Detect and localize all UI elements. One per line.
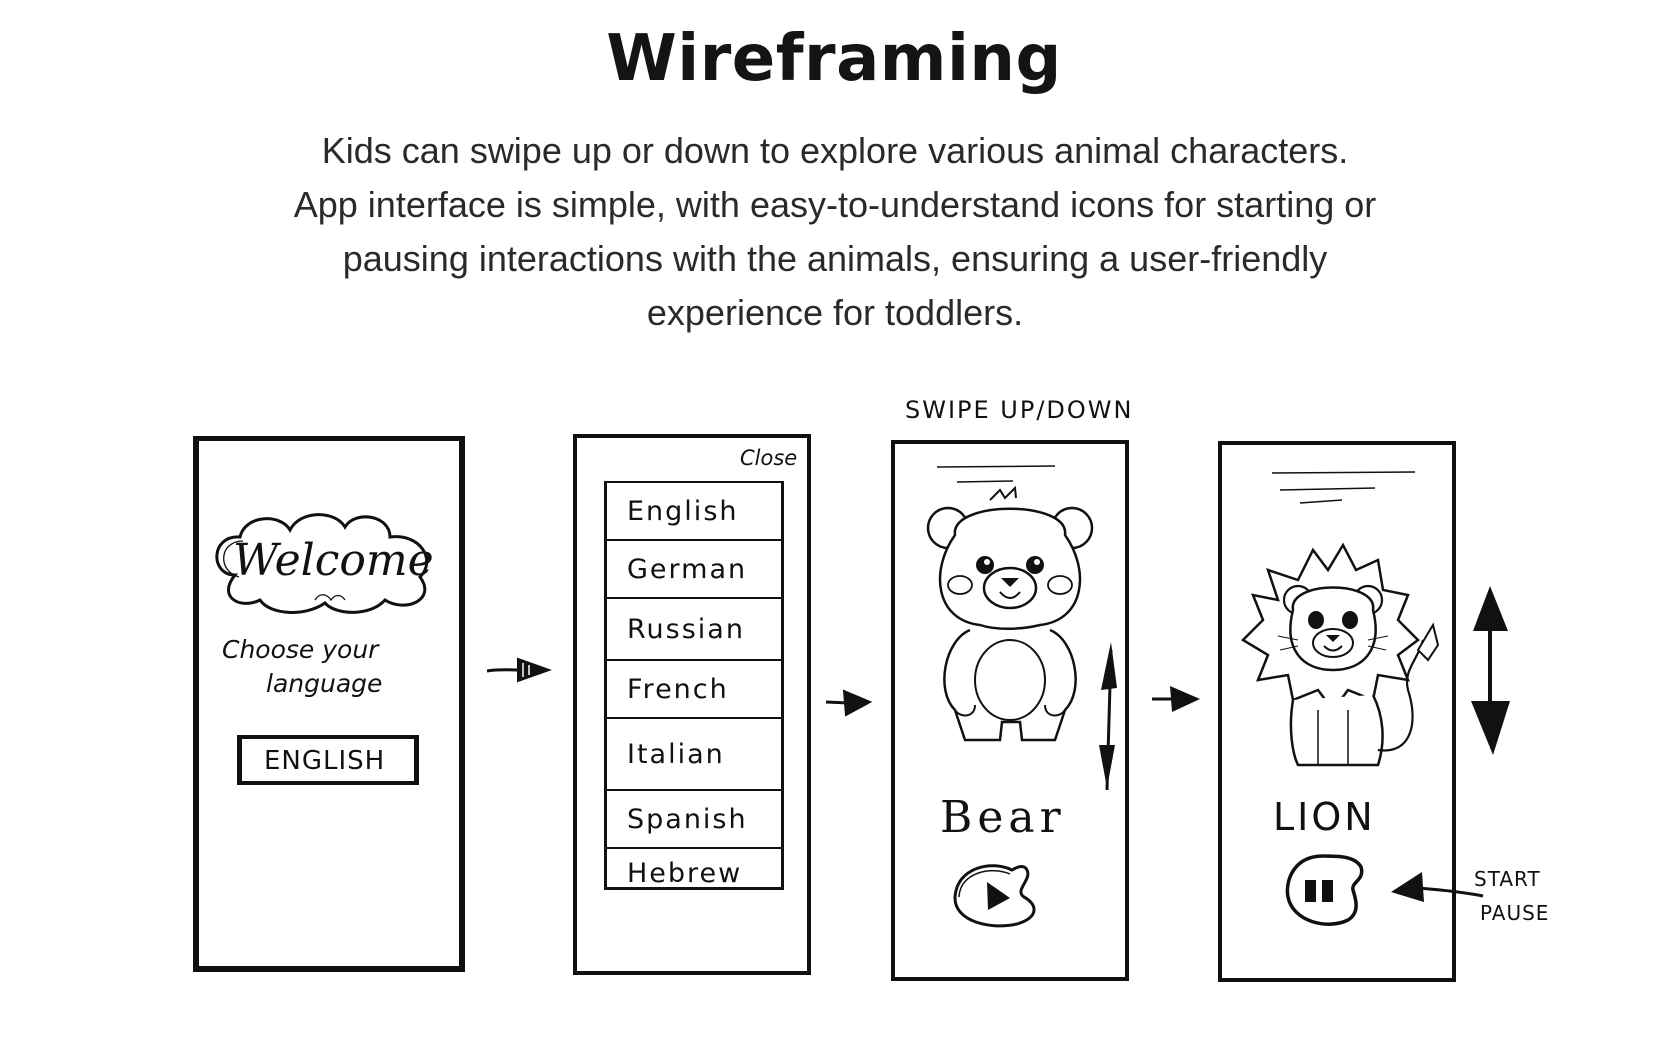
language-option-spanish[interactable]: Spanish [607, 791, 781, 849]
language-option-italian[interactable]: Italian [607, 719, 781, 791]
swipe-vertical-arrow-icon[interactable] [1095, 640, 1125, 800]
cloud-icon [215, 513, 429, 614]
welcome-text: Welcome [233, 535, 434, 586]
annotation-start: START [1474, 867, 1541, 891]
english-button-label: ENGLISH [264, 746, 386, 776]
page-title: Wireframing [606, 22, 1062, 96]
animal-name-bear: Bear [940, 792, 1066, 843]
description-line: pausing interactions with the animals, e… [342, 238, 1328, 279]
description-line: App interface is simple, with easy-to-un… [293, 184, 1377, 225]
description: Kids can swipe up or down to explore var… [140, 124, 1530, 340]
annotation-pause: PAUSE [1480, 901, 1550, 925]
language-option-german[interactable]: German [607, 541, 781, 599]
scroll-hint-lines [1271, 471, 1416, 504]
annotation-pointer-arrow-icon [1391, 872, 1484, 902]
start-pause-annotation: START PAUSE [1474, 862, 1549, 930]
language-option-hebrew[interactable]: Hebrew [627, 858, 743, 889]
close-button[interactable]: Close [740, 446, 798, 470]
choose-language-label: Choose your language [222, 633, 422, 701]
description-line: experience for toddlers. [646, 292, 1024, 333]
description-line: Kids can swipe up or down to explore var… [321, 130, 1349, 171]
play-button-icon[interactable] [952, 862, 1047, 932]
prompt-line-2: language [266, 669, 383, 698]
language-list: English German Russian French Italian Sp… [604, 481, 784, 890]
animal-name-lion: LION [1273, 795, 1376, 839]
bear-illustration [926, 485, 1094, 742]
flow-arrow-right-icon [486, 657, 552, 683]
language-picker-frame [573, 434, 811, 975]
english-language-button[interactable]: ENGLISH [237, 735, 419, 785]
flow-arrow-right-icon [1152, 686, 1200, 712]
welcome-screen-frame [193, 436, 465, 972]
pause-button-icon[interactable] [1283, 852, 1368, 930]
language-option-french[interactable]: French [607, 661, 781, 719]
scroll-hint-lines [936, 465, 1056, 483]
language-option-russian[interactable]: Russian [607, 599, 781, 661]
flow-arrow-right-icon [825, 689, 873, 717]
swipe-vertical-arrow-icon[interactable] [1468, 583, 1513, 763]
prompt-line-1: Choose your [222, 635, 379, 664]
language-option-english[interactable]: English [607, 483, 781, 541]
swipe-annotation: SWIPE UP/DOWN [905, 396, 1134, 424]
lion-illustration [1240, 542, 1440, 767]
